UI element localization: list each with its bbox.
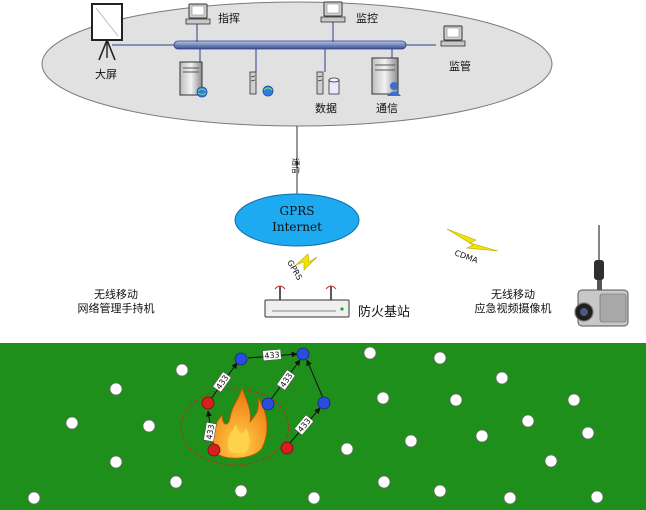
cdma-lightning-icon xyxy=(446,228,499,252)
handheld-label-line2: 网络管理手持机 xyxy=(78,301,155,315)
sensor-node-idle xyxy=(495,371,509,385)
sensor-node-idle xyxy=(363,346,377,360)
gprs-lightning-icon xyxy=(295,253,318,271)
fire-zone-boundary xyxy=(180,388,290,466)
video-camera-icon xyxy=(574,225,629,327)
sensor-node-alarm xyxy=(280,441,294,455)
server-icon xyxy=(179,61,208,98)
sensor-node-alarm xyxy=(207,443,221,457)
sensor-node-relay xyxy=(296,347,310,361)
handheld-label-line1: 无线移动 xyxy=(94,287,138,301)
big-screen-icon xyxy=(91,3,123,61)
sensor-node-idle xyxy=(142,419,156,433)
cloud-label-line2: Internet xyxy=(272,220,322,234)
sensor-node-idle xyxy=(503,491,517,505)
big-screen-label: 大屏 xyxy=(95,67,117,81)
cloud-label-line1: GPRS xyxy=(280,204,315,218)
communication-label: 通信 xyxy=(376,102,398,115)
sensor-node-idle xyxy=(404,434,418,448)
monitor-label: 监控 xyxy=(356,11,378,25)
sensor-node-relay xyxy=(261,397,275,411)
sensor-node-idle xyxy=(521,414,535,428)
monitor-computer-icon xyxy=(320,1,346,23)
link-edge xyxy=(306,359,324,399)
camera-label-line2: 应急视频摄像机 xyxy=(475,301,552,315)
base-station-label: 防火基站 xyxy=(358,304,410,320)
database-icon xyxy=(316,71,340,95)
sensor-node-idle xyxy=(340,442,354,456)
cdma-tag: CDMA xyxy=(453,248,479,265)
sensor-node-idle xyxy=(65,416,79,430)
uplink-label: 通信 xyxy=(291,158,301,174)
sensor-node-relay xyxy=(234,352,248,366)
link-433-tag: 433 xyxy=(203,421,217,443)
sensor-node-idle xyxy=(581,426,595,440)
sensor-node-idle xyxy=(109,455,123,469)
svg-text:433: 433 xyxy=(205,424,217,441)
supervise-label: 监管 xyxy=(449,59,471,73)
svg-text:433: 433 xyxy=(264,350,280,360)
sensor-node-idle xyxy=(109,382,123,396)
sensor-node-idle xyxy=(433,484,447,498)
database-label: 数据 xyxy=(315,101,337,115)
control-center: 大屏 指挥 监控 监管 xyxy=(41,1,553,127)
monitored-forest-field xyxy=(0,343,646,510)
fire-icon xyxy=(211,386,268,459)
gprs-internet-cloud: GPRS Internet xyxy=(234,193,360,247)
camera-label-line1: 无线移动 xyxy=(491,287,535,301)
sensor-node-idle xyxy=(449,393,463,407)
sensor-node-idle xyxy=(27,491,41,505)
sensor-node-idle xyxy=(433,351,447,365)
sensor-node-relay xyxy=(317,396,331,410)
command-label: 指挥 xyxy=(218,11,240,25)
sensor-node-alarm xyxy=(201,396,215,410)
sensor-node-idle xyxy=(475,429,489,443)
communication-server-icon xyxy=(371,57,401,96)
alarm-sensor-nodes xyxy=(201,396,294,457)
sensor-node-idle xyxy=(376,391,390,405)
sensor-node-idle xyxy=(590,490,604,504)
command-computer-icon xyxy=(185,3,211,25)
sensor-node-idle xyxy=(234,484,248,498)
sensor-node-idle xyxy=(175,363,189,377)
relay-sensor-nodes xyxy=(234,347,331,411)
supervise-computer-icon xyxy=(440,25,466,47)
sensor-node-idle xyxy=(307,491,321,505)
sensor-node-idle xyxy=(169,475,183,489)
idle-sensor-nodes xyxy=(27,346,604,505)
sensor-node-idle xyxy=(377,475,391,489)
base-station-icon xyxy=(264,285,350,318)
web-node-icon xyxy=(249,71,274,97)
sensor-node-idle xyxy=(544,454,558,468)
link-433-tag: 433 xyxy=(262,348,282,362)
sensor-node-idle xyxy=(567,393,581,407)
